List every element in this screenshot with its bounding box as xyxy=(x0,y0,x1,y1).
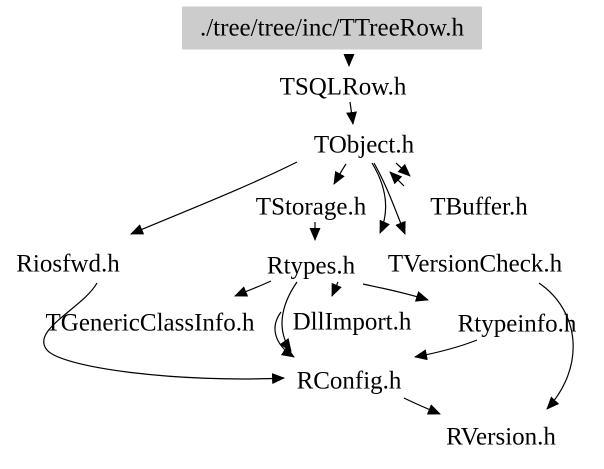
edge-rtypeinfo-to-rconfig xyxy=(414,339,478,361)
edge-tobject-to-tstorage xyxy=(333,163,347,185)
edge-tobject-to-rtypes xyxy=(371,162,390,234)
node-tobject[interactable]: TObject.h xyxy=(313,131,415,159)
edge-tversioncheck-to-rversion xyxy=(538,282,574,410)
edge-rtypes-to-rconfig xyxy=(279,281,298,352)
node-tbuffer[interactable]: TBuffer.h xyxy=(430,193,528,221)
node-ttreerow: ./tree/tree/inc/TTreeRow.h xyxy=(181,6,483,50)
node-tsqlrow[interactable]: TSQLRow.h xyxy=(279,73,407,101)
node-tgenericclassinfo[interactable]: TGenericClassInfo.h xyxy=(45,309,255,337)
node-rtypes[interactable]: Rtypes.h xyxy=(266,252,356,280)
edge-tobject-to-tbuffer xyxy=(395,162,411,177)
node-tstorage[interactable]: TStorage.h xyxy=(255,193,367,221)
edge-tbuffer-to-tobject xyxy=(389,171,405,187)
edge-riosfwd-to-rconfig xyxy=(43,282,285,385)
edge-rtypes-to-dllimport xyxy=(331,281,342,297)
node-rversion[interactable]: RVersion.h xyxy=(446,423,556,451)
node-rtypeinfo[interactable]: Rtypeinfo.h xyxy=(457,310,577,338)
node-dllimport[interactable]: DllImport.h xyxy=(292,308,412,336)
edge-rtypes-to-rtypeinfo xyxy=(362,283,429,302)
edge-dllimport-to-rconfig xyxy=(274,311,295,358)
edge-rconfig-to-rversion xyxy=(403,397,441,415)
edge-rtypes-to-tgenericclassinfo xyxy=(234,280,272,297)
node-rconfig[interactable]: RConfig.h xyxy=(296,367,402,395)
edge-tobject-to-riosfwd xyxy=(130,161,298,235)
node-tversioncheck[interactable]: TVersionCheck.h xyxy=(387,250,563,278)
edge-tobject-to-tversioncheck xyxy=(373,162,406,235)
edge-tsqlrow-to-tobject xyxy=(346,101,357,125)
node-riosfwd[interactable]: Riosfwd.h xyxy=(16,250,120,278)
